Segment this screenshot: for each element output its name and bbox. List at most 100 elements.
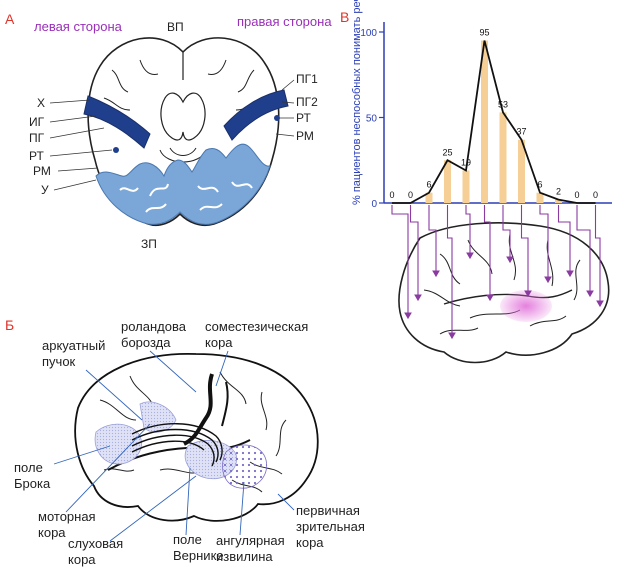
panel-a: А левая сторона правая сторона ВП ЗП Х И… xyxy=(5,11,332,251)
label-somatosensory-line1: соместезическая xyxy=(205,319,308,334)
arcuate-fasciculus xyxy=(131,423,223,467)
left-side-label: левая сторона xyxy=(34,19,123,34)
bars xyxy=(425,40,562,203)
value-label: 37 xyxy=(516,127,526,137)
left-leader-lines xyxy=(49,99,113,191)
label-broca-line1: поле xyxy=(14,460,43,475)
label-motor: моторная кора xyxy=(38,509,99,540)
label-pg2: ПГ2 xyxy=(296,95,318,109)
value-label: 0 xyxy=(593,190,598,200)
arrows xyxy=(391,205,604,340)
arrow xyxy=(539,205,552,284)
label-wernicke-line1: поле xyxy=(173,532,202,547)
label-motor-line1: моторная xyxy=(38,509,96,524)
label-pg1: ПГ1 xyxy=(296,72,318,86)
label-motor-line2: кора xyxy=(38,525,66,540)
bar xyxy=(481,40,488,203)
label-wernicke-line2: Вернике xyxy=(173,548,224,563)
label-auditory-line1: слуховая xyxy=(68,536,123,551)
arrow xyxy=(502,205,514,264)
left-dot xyxy=(113,147,119,153)
right-side-label: правая сторона xyxy=(237,14,332,29)
left-structure-labels: Х ИГ ПГ РТ РМ У xyxy=(29,96,113,197)
label-rolandic: роландова борозда xyxy=(121,319,190,350)
label-rolandic-line1: роландова xyxy=(121,319,187,334)
arrow xyxy=(391,205,412,320)
brain-lateral-c xyxy=(391,205,610,364)
series-line xyxy=(392,40,596,204)
bar xyxy=(555,199,562,203)
value-label: 0 xyxy=(408,190,413,200)
label-broca-line2: Брока xyxy=(14,476,51,491)
bar xyxy=(444,160,451,203)
lower-cortex-folds xyxy=(119,181,253,213)
label-angular: ангулярная извилина xyxy=(216,533,288,564)
panel-c: В % пациентов неспособных понимать речь … xyxy=(340,0,612,364)
value-label: 25 xyxy=(442,147,452,157)
angular-gyrus-area xyxy=(222,444,268,489)
panel-c-letter: В xyxy=(340,9,349,25)
value-label: 6 xyxy=(537,180,542,190)
value-label: 95 xyxy=(479,28,489,38)
y-ticks: 0 50 100 xyxy=(360,28,384,210)
chart-ylabel: % пациентов неспособных понимать речь xyxy=(351,0,363,205)
arrow xyxy=(409,205,422,302)
value-label: 0 xyxy=(389,190,394,200)
label-ig: ИГ xyxy=(29,115,45,129)
arrow xyxy=(576,205,594,298)
right-dark-band xyxy=(223,89,289,141)
label-arcuate-line2: пучок xyxy=(42,354,76,369)
brain-c-outline xyxy=(398,222,610,364)
right-dot xyxy=(274,115,280,121)
label-arcuate-line1: аркуатный xyxy=(42,338,105,353)
label-auditory-line2: кора xyxy=(68,552,96,567)
arrow xyxy=(594,205,604,308)
chart: % пациентов неспособных понимать речь 0 5… xyxy=(351,0,612,210)
y-tick-label: 0 xyxy=(371,199,377,210)
bar xyxy=(425,192,433,203)
label-angular-line1: ангулярная xyxy=(216,533,285,548)
value-label: 2 xyxy=(556,187,561,197)
label-visual: первичная зрительная кора xyxy=(296,503,369,550)
y-tick-label: 100 xyxy=(360,28,377,39)
label-visual-line1: первичная xyxy=(296,503,360,518)
arrow xyxy=(520,205,532,298)
gyri-left xyxy=(103,59,159,111)
value-label: 53 xyxy=(498,99,508,109)
somatosensory-sulcus xyxy=(221,381,229,427)
right-leader-lines xyxy=(275,79,295,137)
lower-cortex xyxy=(95,143,271,225)
label-visual-line2: зрительная xyxy=(296,519,365,534)
left-dark-band xyxy=(83,95,151,149)
label-rm: РМ xyxy=(33,164,51,178)
wernicke-region-highlight xyxy=(500,290,552,322)
panel-b: Б роландова борозда соместезическая кора… xyxy=(5,317,369,567)
label-pg: ПГ xyxy=(29,131,45,145)
ventricles xyxy=(160,92,206,141)
label-rt: РТ xyxy=(29,149,44,163)
back-pole-label: ЗП xyxy=(141,237,157,251)
label-broca: поле Брока xyxy=(14,460,51,491)
panel-b-labels: роландова борозда соместезическая кора а… xyxy=(14,319,369,567)
label-wernicke: поле Вернике xyxy=(173,532,224,563)
label-somatosensory-line2: кора xyxy=(205,335,233,350)
value-label: 6 xyxy=(426,180,431,190)
arrow xyxy=(483,205,494,302)
bar xyxy=(462,170,470,203)
panel-b-leader-lines xyxy=(53,350,295,542)
panel-a-letter: А xyxy=(5,11,15,27)
label-u: У xyxy=(41,183,49,197)
y-tick-label: 50 xyxy=(366,114,378,125)
arrow xyxy=(428,205,440,278)
broca-area xyxy=(94,423,142,465)
rolandic-sulcus xyxy=(183,373,214,446)
label-arcuate: аркуатный пучок xyxy=(42,338,109,369)
label-visual-line3: кора xyxy=(296,535,324,550)
arrow xyxy=(465,205,474,260)
bar xyxy=(536,192,544,203)
label-x: Х xyxy=(37,96,45,110)
value-label: 0 xyxy=(574,190,579,200)
label-auditory: слуховая кора xyxy=(68,536,127,567)
arrow xyxy=(557,205,574,278)
